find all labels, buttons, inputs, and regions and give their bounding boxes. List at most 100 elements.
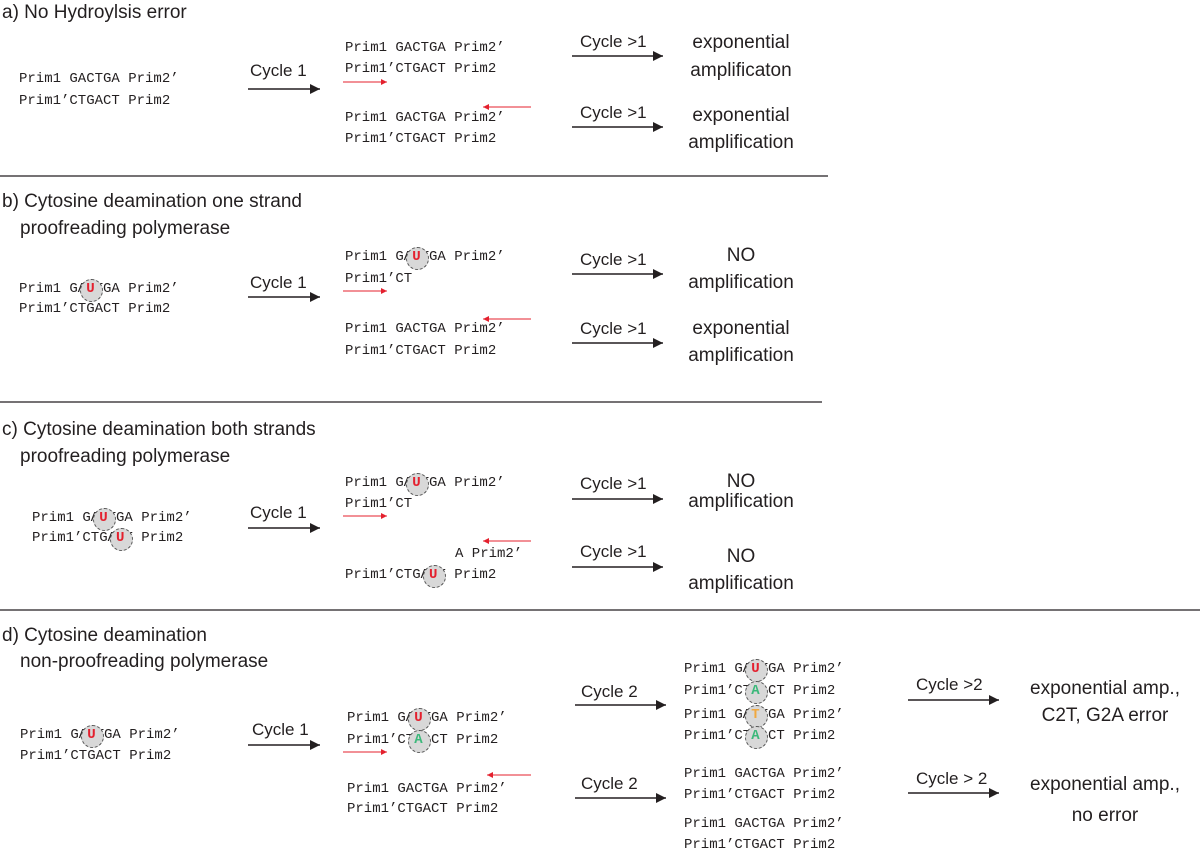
sequence-segment: TGA Prim2’ bbox=[94, 281, 179, 297]
modified-base-marker: U bbox=[407, 707, 432, 731]
modified-base-marker: U bbox=[405, 472, 430, 496]
cycle-label: Cycle 2 bbox=[581, 682, 638, 701]
amplification-result: amplification bbox=[688, 573, 794, 594]
cycle-label: Cycle >1 bbox=[580, 474, 647, 493]
sequence-segment: Prim1’CTGACT Prim2 bbox=[345, 343, 497, 359]
sequence-segment: Prim1 GACTGA Prim2’ bbox=[684, 766, 844, 782]
sequence-segment: Prim1’CT bbox=[345, 271, 413, 287]
section-title: d) Cytosine deamination bbox=[2, 625, 207, 646]
cycle-2-product-strand: Prim1’CTAACT Prim2 bbox=[684, 680, 836, 704]
sequence-segment: T Prim2 bbox=[124, 530, 184, 546]
input-strand: Prim1’CTGACT Prim2 bbox=[20, 749, 171, 763]
amplification-result: amplification bbox=[688, 272, 794, 293]
sequence-segment: TGA Prim2’ bbox=[420, 475, 505, 491]
modified-base-marker: U bbox=[109, 527, 134, 551]
amplification-result: NO bbox=[726, 245, 756, 266]
sequence-segment: ACT Prim2 bbox=[759, 728, 836, 744]
product-strand: Prim1’CTGACT Prim2 bbox=[345, 132, 496, 146]
sequence-segment: Prim1’CTGACT Prim2 bbox=[19, 301, 171, 317]
input-strand: Prim1’CTGACT Prim2 bbox=[19, 302, 170, 316]
input-strand: Prim1 GAUTGA Prim2’ bbox=[19, 278, 179, 302]
modified-base-marker: A bbox=[744, 725, 769, 749]
product-strand: Prim1’CT bbox=[345, 497, 412, 511]
amplification-result: C2T, G2A error bbox=[1041, 705, 1169, 726]
product-strand: Prim1’CTGACT Prim2 bbox=[345, 62, 496, 76]
sequence-segment: Prim1’CTGACT Prim2 bbox=[684, 787, 836, 803]
amplification-result: exponential bbox=[692, 105, 790, 126]
amplification-result: NO bbox=[726, 471, 756, 492]
product-strand: Prim1 GACTGA Prim2’ bbox=[345, 41, 505, 55]
sequence-segment: ACT Prim2 bbox=[422, 732, 499, 748]
cycle-2-product-strand: Prim1 GACTGA Prim2’ bbox=[684, 817, 844, 831]
cycle-2-product-strand: Prim1’CTAACT Prim2 bbox=[684, 725, 836, 749]
product-strand: Prim1 GACTGA Prim2’ bbox=[345, 111, 505, 125]
sequence-segment: Prim1 GACTGA Prim2’ bbox=[345, 321, 505, 337]
input-strand: Prim1 GAUTGA Prim2’ bbox=[32, 507, 192, 531]
amplification-result: exponential bbox=[692, 32, 790, 53]
sequence-segment: TGA Prim2’ bbox=[759, 661, 844, 677]
cycle-label: Cycle > 2 bbox=[916, 769, 988, 788]
product-strand: Prim1’CTGAUT Prim2 bbox=[345, 564, 497, 588]
product-strand: Prim1 GAUTGA Prim2’ bbox=[347, 707, 507, 731]
section-subtitle: proofreading polymerase bbox=[20, 446, 231, 467]
cycle-label: Cycle >1 bbox=[580, 542, 647, 561]
amplification-result: NO bbox=[726, 546, 756, 567]
sequence-segment: Prim1 GA bbox=[19, 281, 87, 297]
input-strand: Prim1’CTGACT Prim2 bbox=[19, 94, 170, 108]
sequence-segment: ACT Prim2 bbox=[759, 683, 836, 699]
amplification-result: amplification bbox=[688, 491, 794, 512]
cycle-label: Cycle >1 bbox=[580, 319, 647, 338]
sequence-segment: Prim1 GA bbox=[32, 510, 100, 526]
sequence-segment: Prim1 GACTGA Prim2’ bbox=[345, 40, 505, 56]
sequence-segment: Prim1’CTGACT Prim2 bbox=[345, 131, 497, 147]
modified-base-marker: U bbox=[80, 724, 105, 748]
product-strand: A Prim2’ bbox=[455, 547, 522, 561]
sequence-segment: TGA Prim2’ bbox=[95, 727, 180, 743]
product-strand: Prim1 GAUTGA Prim2’ bbox=[345, 246, 505, 270]
cycle-2-product-strand: Prim1 GACTGA Prim2’ bbox=[684, 767, 844, 781]
cycle-label: Cycle >1 bbox=[580, 32, 647, 51]
section-subtitle: non-proofreading polymerase bbox=[20, 651, 269, 672]
sequence-segment: TGA Prim2’ bbox=[107, 510, 192, 526]
sequence-segment: Prim1 GA bbox=[345, 475, 413, 491]
cycle-1-label: Cycle 1 bbox=[250, 273, 307, 292]
sequence-segment: Prim1 GACTGA Prim2’ bbox=[345, 110, 505, 126]
sequence-segment: TGA Prim2’ bbox=[759, 707, 844, 723]
sequence-segment: Prim1’CT bbox=[347, 732, 415, 748]
cycle-2-product-strand: Prim1’CTGACT Prim2 bbox=[684, 788, 835, 802]
product-strand: Prim1’CTGACT Prim2 bbox=[347, 802, 498, 816]
cycle-label: Cycle >1 bbox=[580, 250, 647, 269]
sequence-segment: Prim1 GACTGA Prim2’ bbox=[684, 816, 844, 832]
modified-base-marker: A bbox=[407, 729, 432, 753]
section-title: a) No Hydroylsis error bbox=[2, 2, 187, 23]
sequence-segment: Prim1’CT bbox=[345, 496, 413, 512]
sequence-segment: Prim1’CTGACT Prim2 bbox=[347, 801, 499, 817]
section-title: b) Cytosine deamination one strand bbox=[2, 191, 302, 212]
sequence-segment: Prim1’CTGACT Prim2 bbox=[19, 93, 171, 109]
modified-base-marker: U bbox=[92, 507, 117, 531]
sequence-segment: TGA Prim2’ bbox=[422, 710, 507, 726]
cycle-1-label: Cycle 1 bbox=[250, 61, 307, 80]
product-strand: Prim1’CTAACT Prim2 bbox=[347, 729, 499, 753]
sequence-segment: TGA Prim2’ bbox=[420, 249, 505, 265]
sequence-segment: Prim1’CTGA bbox=[345, 567, 430, 583]
amplification-result: amplification bbox=[688, 345, 794, 366]
cycle-label: Cycle >1 bbox=[580, 103, 647, 122]
sequence-segment: Prim1’CTGA bbox=[32, 530, 117, 546]
modified-base-marker: U bbox=[422, 564, 447, 588]
input-strand: Prim1 GACTGA Prim2’ bbox=[19, 72, 179, 86]
modified-base-marker: U bbox=[744, 658, 769, 682]
product-strand: Prim1’CT bbox=[345, 272, 412, 286]
cycle-2-product-strand: Prim1 GAUTGA Prim2’ bbox=[684, 658, 844, 682]
sequence-segment: Prim1 GA bbox=[20, 727, 88, 743]
product-strand: Prim1 GAUTGA Prim2’ bbox=[345, 472, 505, 496]
sequence-segment: T Prim2 bbox=[437, 567, 497, 583]
product-strand: Prim1’CTGACT Prim2 bbox=[345, 344, 496, 358]
sequence-segment: Prim1’CT bbox=[684, 683, 752, 699]
product-strand: Prim1 GACTGA Prim2’ bbox=[345, 322, 505, 336]
cycle-label: Cycle 2 bbox=[581, 774, 638, 793]
sequence-segment: Prim1’CT bbox=[684, 728, 752, 744]
section-title: c) Cytosine deamination both strands bbox=[2, 419, 316, 440]
sequence-segment: Prim1 GA bbox=[347, 710, 415, 726]
sequence-segment: A Prim2’ bbox=[455, 546, 523, 562]
